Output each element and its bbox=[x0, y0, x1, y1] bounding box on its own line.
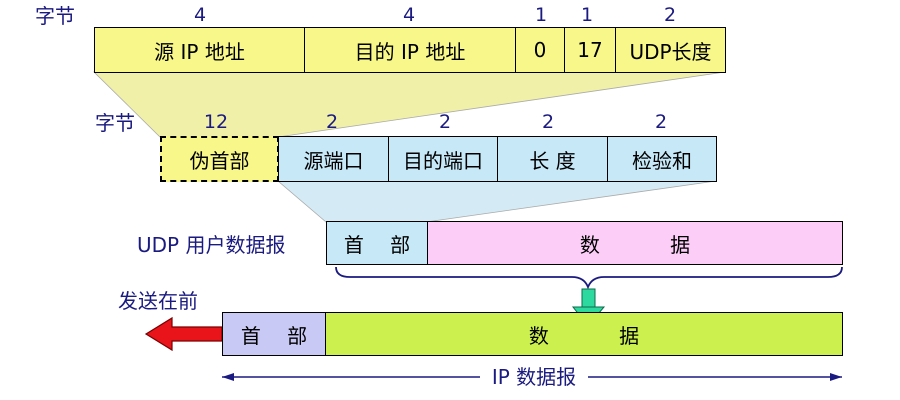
byte-count-protocol: 1 bbox=[580, 4, 594, 26]
byte-count-pseudo-header: 12 bbox=[203, 111, 229, 133]
field-length: 长 度 bbox=[497, 136, 608, 182]
field-dst-port: 目的端口 bbox=[388, 136, 498, 182]
udp-datagram-header: 首 部 bbox=[326, 221, 428, 265]
byte-count-zero: 1 bbox=[534, 4, 548, 26]
field-udp-length: UDP长度 bbox=[615, 27, 726, 73]
udp-header-expansion bbox=[276, 180, 717, 223]
byte-count-length: 2 bbox=[541, 111, 555, 133]
byte-count-udp-length: 2 bbox=[663, 4, 677, 26]
send-first-arrow-icon bbox=[144, 316, 223, 352]
ip-datagram-label: IP 数据报 bbox=[491, 365, 577, 389]
ip-datagram-data: 数 据 bbox=[325, 312, 843, 356]
ip-datagram-span-arrow bbox=[222, 373, 842, 381]
byte-count-dst-port: 2 bbox=[438, 111, 452, 133]
pseudo-header-expansion bbox=[93, 71, 726, 138]
ip-datagram-header: 首 部 bbox=[222, 312, 326, 356]
udp-header-bytes-label: 字节 bbox=[95, 111, 135, 135]
udp-datagram-label: UDP 用户数据报 bbox=[137, 233, 286, 257]
field-pseudo-header: 伪首部 bbox=[160, 136, 279, 182]
byte-count-src-port: 2 bbox=[325, 111, 339, 133]
send-first-label: 发送在前 bbox=[118, 289, 198, 313]
field-zero: 0 bbox=[515, 27, 565, 73]
field-checksum: 检验和 bbox=[607, 136, 717, 182]
byte-count-checksum: 2 bbox=[654, 111, 668, 133]
udp-datagram-brace bbox=[335, 266, 843, 290]
field-protocol: 17 bbox=[564, 27, 616, 73]
field-dst-ip: 目的 IP 地址 bbox=[304, 27, 516, 73]
field-src-port: 源端口 bbox=[278, 136, 389, 182]
byte-count-src-ip: 4 bbox=[193, 4, 207, 26]
byte-count-dst-ip: 4 bbox=[402, 4, 416, 26]
pseudo-header-bytes-label: 字节 bbox=[35, 4, 75, 28]
field-src-ip: 源 IP 地址 bbox=[94, 27, 305, 73]
udp-datagram-data: 数 据 bbox=[427, 221, 843, 265]
